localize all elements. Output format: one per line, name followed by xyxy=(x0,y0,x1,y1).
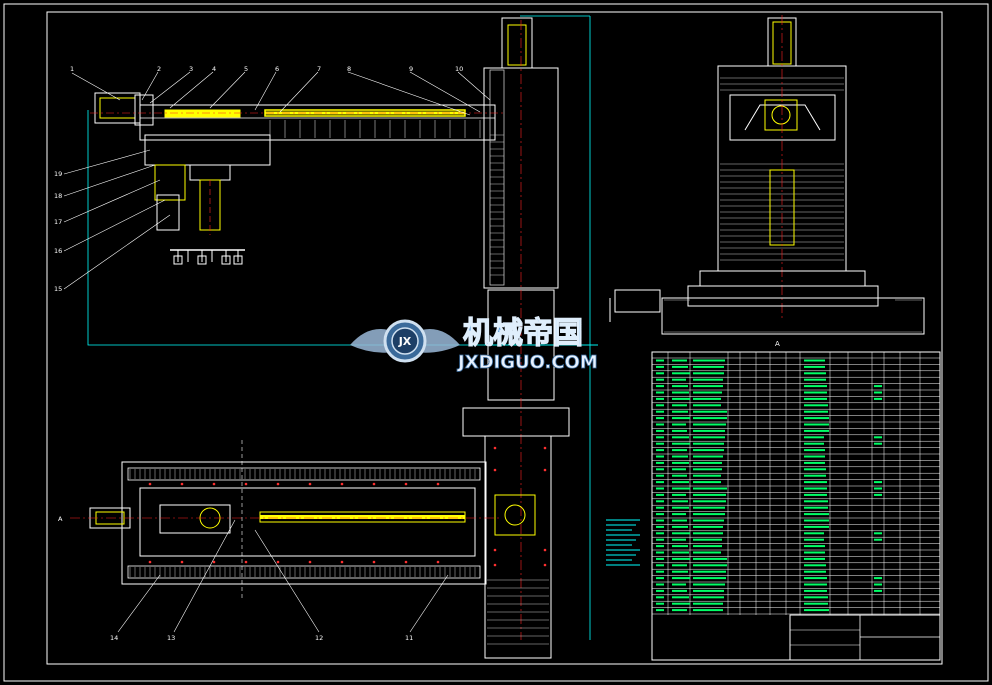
side-elevation-view: A xyxy=(609,15,925,348)
left-wing-icon xyxy=(350,328,395,353)
callout-19: 19 xyxy=(54,170,62,178)
technical-notes xyxy=(606,519,640,566)
outer-border xyxy=(3,3,989,682)
callout-11: 11 xyxy=(405,634,413,642)
callout-13: 13 xyxy=(167,634,175,642)
callout-2: 2 xyxy=(157,65,161,73)
watermark-chinese-text: 机械帝国 xyxy=(463,316,583,351)
title-block xyxy=(789,614,941,661)
callout-17: 17 xyxy=(54,218,62,226)
callout-18: 18 xyxy=(54,192,62,200)
callout-6: 6 xyxy=(275,65,279,73)
section-mark-top: A xyxy=(775,340,780,348)
callout-4: 4 xyxy=(212,65,216,73)
right-wing-icon xyxy=(415,328,460,353)
inner-border xyxy=(46,11,943,665)
front-elevation-view: 1 2 3 4 5 6 7 8 9 10 19 18 17 16 15 xyxy=(54,15,598,640)
callout-3: 3 xyxy=(189,65,193,73)
callout-8: 8 xyxy=(347,65,351,73)
parts-list-table xyxy=(651,351,941,661)
callout-7: 7 xyxy=(317,65,321,73)
callout-15: 15 xyxy=(54,285,62,293)
watermark-latin-text: JXDIGUO.COM xyxy=(456,352,598,373)
callout-5: 5 xyxy=(244,65,248,73)
callout-12: 12 xyxy=(315,634,323,642)
watermark-logo: JX 机械帝国 JXDIGUO.COM xyxy=(350,315,598,373)
callout-10: 10 xyxy=(455,65,463,73)
callout-16: 16 xyxy=(54,247,62,255)
watermark-emblem: JX xyxy=(398,335,412,348)
callout-9: 9 xyxy=(409,65,413,73)
callout-1: 1 xyxy=(70,65,74,73)
vertical-column xyxy=(462,17,570,659)
plan-view: 14 13 12 11 A xyxy=(58,440,500,642)
section-mark-left: A xyxy=(58,515,63,523)
callout-14: 14 xyxy=(110,634,118,642)
